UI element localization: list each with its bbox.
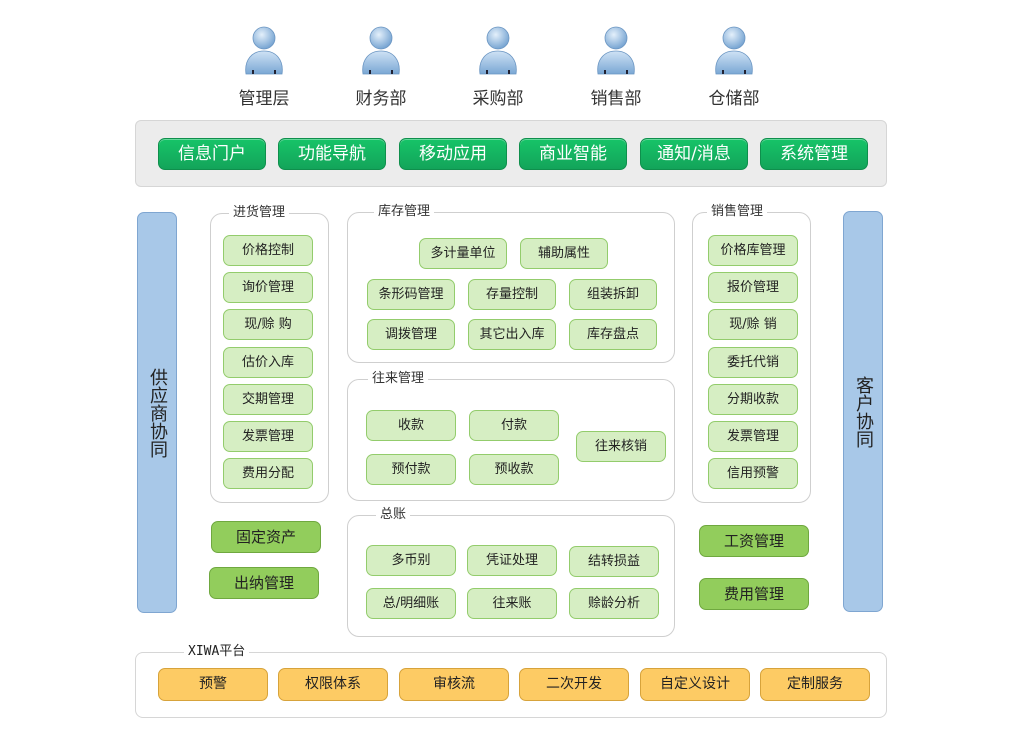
sales-item[interactable]: 发票管理: [708, 421, 798, 452]
inventory-item[interactable]: 组装拆卸: [569, 279, 657, 310]
user-icon: [362, 26, 400, 75]
nav-business-intelligence[interactable]: 商业智能: [519, 138, 627, 170]
inventory-item[interactable]: 调拨管理: [367, 319, 455, 350]
cashier-management-button[interactable]: 出纳管理: [209, 567, 319, 599]
purchase-item[interactable]: 估价入库: [223, 347, 313, 378]
role-management: 管理层: [224, 24, 304, 109]
role-label: 财务部: [355, 89, 407, 109]
transactions-item[interactable]: 往来核销: [576, 431, 666, 462]
group-title: 往来管理: [368, 371, 429, 387]
platform-approval-flow[interactable]: 审核流: [399, 668, 509, 701]
purchase-item[interactable]: 价格控制: [223, 235, 313, 266]
platform-secondary-development[interactable]: 二次开发: [519, 668, 629, 701]
transactions-item[interactable]: 付款: [469, 410, 559, 441]
transactions-item[interactable]: 收款: [366, 410, 456, 441]
platform-alerts[interactable]: 预警: [158, 668, 268, 701]
inventory-item[interactable]: 多计量单位: [419, 238, 507, 269]
purchase-management-group: 进货管理 价格控制 询价管理 现/赊 购 估价入库 交期管理 发票管理 费用分配: [210, 205, 329, 503]
inventory-item[interactable]: 库存盘点: [569, 319, 657, 350]
ledger-item[interactable]: 往来账: [467, 588, 557, 619]
inventory-item[interactable]: 存量控制: [468, 279, 556, 310]
sales-item[interactable]: 报价管理: [708, 272, 798, 303]
inventory-item[interactable]: 辅助属性: [520, 238, 608, 269]
sales-management-group: 销售管理 价格库管理 报价管理 现/赊 销 委托代销 分期收款 发票管理 信用预…: [692, 204, 811, 503]
sales-item[interactable]: 分期收款: [708, 384, 798, 415]
ledger-item[interactable]: 结转损益: [569, 546, 659, 577]
customer-collaboration-label: 客户协同: [853, 375, 874, 448]
transactions-management-group: 往来管理 收款 付款 往来核销 预付款 预收款: [347, 371, 675, 501]
ledger-item[interactable]: 多币别: [366, 545, 456, 576]
fixed-assets-button[interactable]: 固定资产: [211, 521, 321, 553]
role-label: 管理层: [238, 89, 290, 109]
ledger-item[interactable]: 凭证处理: [467, 545, 557, 576]
role-label: 销售部: [590, 89, 642, 109]
user-icon: [597, 26, 635, 75]
purchase-item[interactable]: 询价管理: [223, 272, 313, 303]
nav-mobile-apps[interactable]: 移动应用: [399, 138, 507, 170]
role-warehouse: 仓储部: [694, 24, 774, 109]
nav-info-portal[interactable]: 信息门户: [158, 138, 266, 170]
customer-collaboration-bar[interactable]: 客户协同: [843, 211, 883, 612]
platform-custom-service[interactable]: 定制服务: [760, 668, 870, 701]
platform-permissions[interactable]: 权限体系: [278, 668, 388, 701]
supplier-collaboration-bar[interactable]: 供应商协同: [137, 212, 177, 613]
group-title: 总账: [376, 507, 411, 523]
group-title: 库存管理: [374, 204, 435, 220]
ledger-item[interactable]: 赊龄分析: [569, 588, 659, 619]
purchase-item[interactable]: 发票管理: [223, 421, 313, 452]
user-icon: [245, 26, 283, 75]
group-title: 销售管理: [707, 204, 768, 220]
top-nav-bar: 信息门户 功能导航 移动应用 商业智能 通知/消息 系统管理: [135, 120, 887, 187]
platform-title: XIWA平台: [184, 644, 250, 660]
purchase-item[interactable]: 交期管理: [223, 384, 313, 415]
role-label: 采购部: [472, 89, 524, 109]
inventory-item[interactable]: 条形码管理: [367, 279, 455, 310]
expense-management-button[interactable]: 费用管理: [699, 578, 809, 610]
inventory-management-group: 库存管理 多计量单位 辅助属性 条形码管理 存量控制 组装拆卸 调拨管理 其它出…: [347, 204, 675, 363]
role-label: 仓储部: [708, 89, 760, 109]
xiwa-platform-group: XIWA平台 预警 权限体系 审核流 二次开发 自定义设计 定制服务: [135, 644, 887, 718]
general-ledger-group: 总账 多币别 凭证处理 结转损益 总/明细账 往来账 赊龄分析: [347, 507, 675, 637]
role-purchasing: 采购部: [458, 24, 538, 109]
role-sales: 销售部: [576, 24, 656, 109]
sales-item[interactable]: 现/赊 销: [708, 309, 798, 340]
sales-item[interactable]: 信用预警: [708, 458, 798, 489]
sales-item[interactable]: 委托代销: [708, 347, 798, 378]
inventory-item[interactable]: 其它出入库: [468, 319, 556, 350]
nav-system-management[interactable]: 系统管理: [760, 138, 868, 170]
nav-notifications[interactable]: 通知/消息: [640, 138, 748, 170]
purchase-item[interactable]: 现/赊 购: [223, 309, 313, 340]
supplier-collaboration-label: 供应商协同: [147, 367, 168, 458]
user-icon: [479, 26, 517, 75]
transactions-item[interactable]: 预收款: [469, 454, 559, 485]
nav-function-navigation[interactable]: 功能导航: [278, 138, 386, 170]
group-title: 进货管理: [229, 205, 290, 221]
payroll-management-button[interactable]: 工资管理: [699, 525, 809, 557]
user-icon: [715, 26, 753, 75]
role-finance: 财务部: [341, 24, 421, 109]
platform-custom-design[interactable]: 自定义设计: [640, 668, 750, 701]
purchase-item[interactable]: 费用分配: [223, 458, 313, 489]
sales-item[interactable]: 价格库管理: [708, 235, 798, 266]
transactions-item[interactable]: 预付款: [366, 454, 456, 485]
ledger-item[interactable]: 总/明细账: [366, 588, 456, 619]
